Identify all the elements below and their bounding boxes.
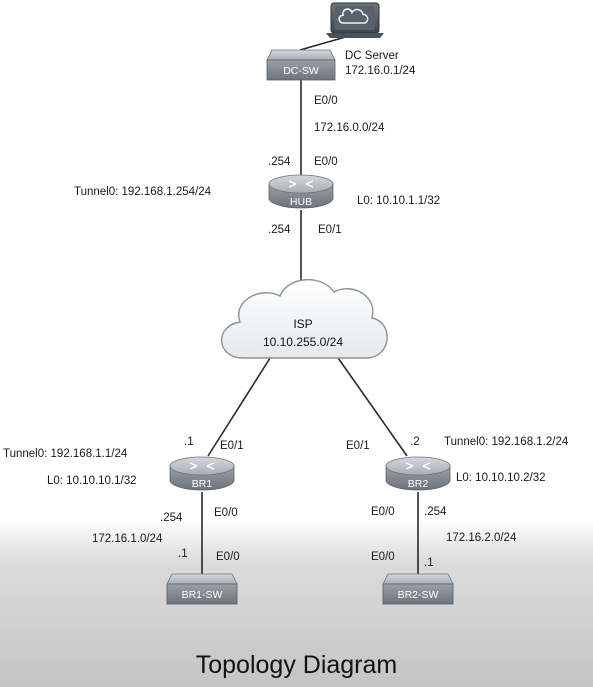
hub-254-bottom-label: .254 xyxy=(268,224,291,236)
hub-loopback-label: L0: 10.10.1.1/32 xyxy=(357,195,441,207)
br1-254-label: .254 xyxy=(160,512,183,524)
hub-label: HUB xyxy=(290,196,312,208)
br2-e00-label: E0/0 xyxy=(371,506,395,518)
br1-sw-dot1-label: .1 xyxy=(178,548,188,560)
br2-254-label: .254 xyxy=(424,506,447,518)
br2-sw-e00-label: E0/0 xyxy=(371,551,395,563)
br2-network-label: 172.16.2.0/24 xyxy=(446,532,517,544)
hub-tunnel-label: Tunnel0: 192.168.1.254/24 xyxy=(74,186,212,198)
hub-e00-label: E0/0 xyxy=(314,156,338,168)
br2-e01-label: E0/1 xyxy=(346,440,370,452)
br1-sw-label: BR1-SW xyxy=(182,589,223,601)
isp-network: 10.10.255.0/24 xyxy=(263,335,343,349)
br1-sw-device: BR1-SW xyxy=(166,573,238,605)
br1-sw-e00-label: E0/0 xyxy=(216,551,240,563)
dc-server-name: DC Server xyxy=(345,50,399,62)
dc-server-icon xyxy=(326,2,384,38)
isp-name: ISP xyxy=(293,317,312,331)
br1-loopback-label: L0: 10.10.10.1/32 xyxy=(47,475,137,487)
br1-dot1-label: .1 xyxy=(184,436,194,448)
br2-dot2-label: .2 xyxy=(410,436,420,448)
br2-sw-device: BR2-SW xyxy=(382,573,454,605)
br2-sw-dot1-label: .1 xyxy=(424,557,434,569)
br2-tunnel-label: Tunnel0: 192.168.1.2/24 xyxy=(444,436,569,448)
link-isp-br1 xyxy=(207,354,273,457)
dc-sw-device: DC-SW xyxy=(266,49,336,81)
hub-router: HUB xyxy=(268,174,334,209)
hub-254-top-label: .254 xyxy=(268,156,291,168)
br2-loopback-label: L0: 10.10.10.2/32 xyxy=(456,472,546,484)
br1-label: BR1 xyxy=(192,478,213,490)
br1-network-label: 172.16.1.0/24 xyxy=(92,533,163,545)
isp-cloud: ISP 10.10.255.0/24 xyxy=(220,278,388,359)
br1-e00-label: E0/0 xyxy=(214,507,238,519)
dc-server-ip: 172.16.0.1/24 xyxy=(345,65,416,77)
link-isp-br2 xyxy=(335,354,408,457)
br1-router: BR1 xyxy=(169,456,235,491)
br2-sw-label: BR2-SW xyxy=(398,589,439,601)
br1-e01-label: E0/1 xyxy=(220,440,244,452)
br2-router: BR2 xyxy=(385,456,451,491)
br2-label: BR2 xyxy=(408,478,429,490)
diagram-title: Topology Diagram xyxy=(195,651,398,679)
dc-network-label: 172.16.0.0/24 xyxy=(314,122,385,134)
dc-sw-e00-label: E0/0 xyxy=(314,95,338,107)
dc-sw-label: DC-SW xyxy=(283,65,319,77)
hub-e01-label: E0/1 xyxy=(318,224,342,236)
links xyxy=(201,33,419,574)
br1-tunnel-label: Tunnel0: 192.168.1.1/24 xyxy=(3,448,128,460)
